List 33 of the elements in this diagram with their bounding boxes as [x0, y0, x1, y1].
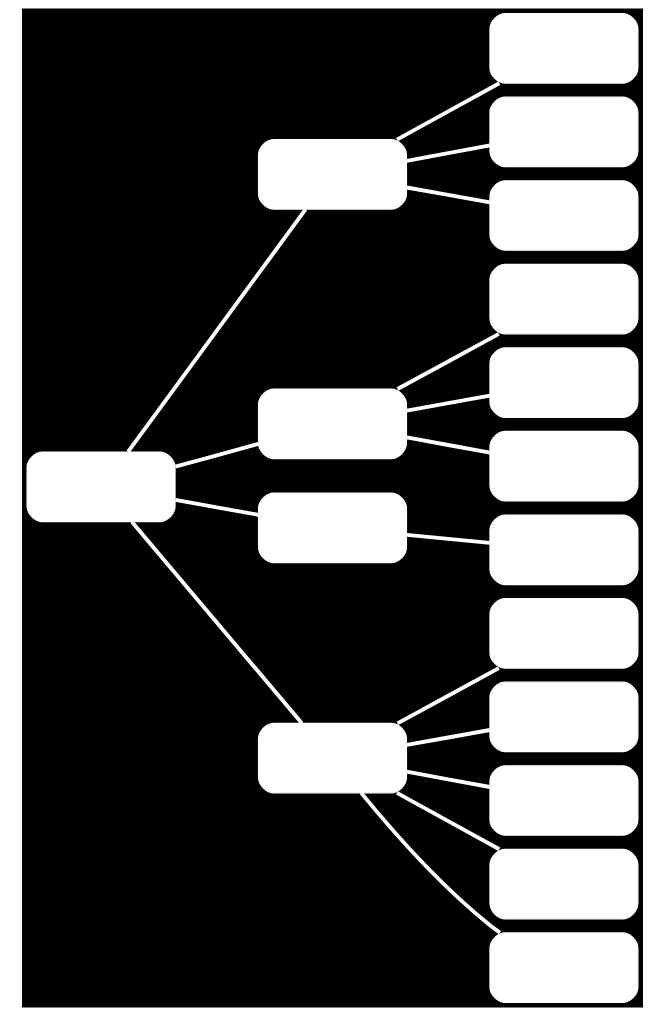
- connector: [395, 791, 500, 851]
- node-box: [488, 180, 638, 251]
- connector: [406, 728, 490, 747]
- connector: [174, 441, 259, 469]
- node-box: [488, 514, 638, 586]
- node-box: [257, 722, 407, 794]
- connector: [174, 498, 259, 517]
- connector: [405, 143, 490, 163]
- connector: [406, 185, 490, 205]
- node-box: [488, 96, 638, 168]
- node-box: [488, 263, 638, 335]
- node-box: [488, 430, 638, 502]
- connector: [396, 666, 500, 726]
- connector: [406, 533, 490, 545]
- node-box: [488, 848, 638, 920]
- node-box: [488, 13, 638, 84]
- node-box: [257, 388, 407, 460]
- connector: [395, 81, 500, 142]
- node-box: [488, 347, 638, 418]
- node-box: [488, 765, 638, 836]
- node-box: [257, 139, 407, 210]
- node-box: [488, 681, 638, 753]
- connector: [396, 332, 500, 391]
- connector: [405, 435, 490, 455]
- node-box: [26, 451, 176, 523]
- connector: [129, 520, 303, 725]
- connector: [126, 208, 307, 453]
- connector: [359, 791, 501, 935]
- connector: [405, 769, 490, 789]
- node-box: [488, 598, 638, 669]
- node-box: [257, 492, 407, 564]
- connector: [406, 393, 490, 413]
- node-box: [488, 932, 638, 1003]
